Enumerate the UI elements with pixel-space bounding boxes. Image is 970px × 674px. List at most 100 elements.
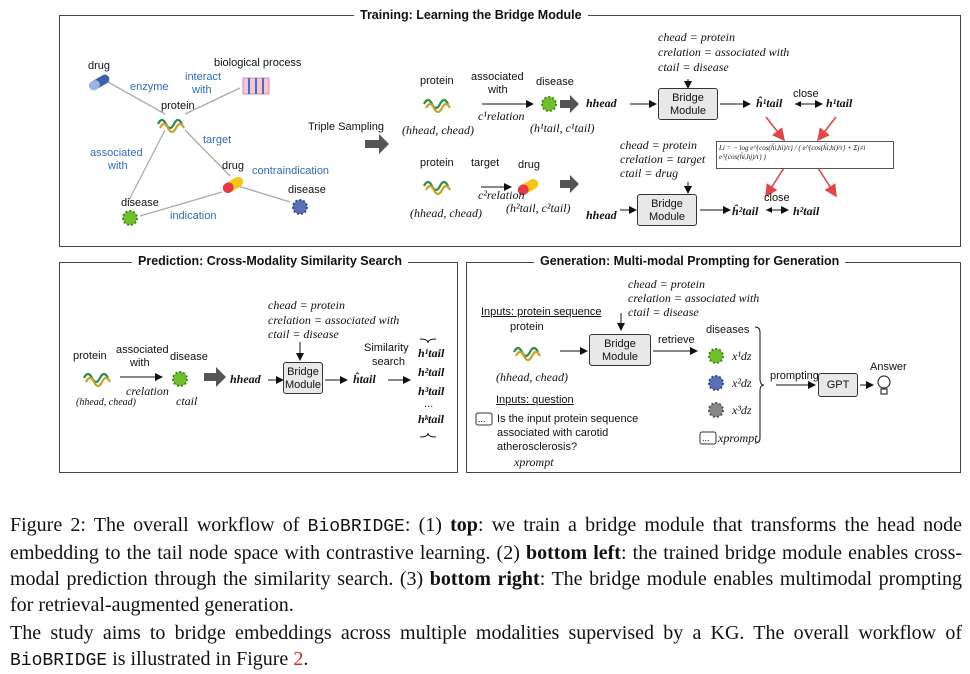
kg-enzyme-label: enzyme (130, 81, 169, 93)
method-name: BioBRIDGE (10, 651, 108, 671)
gen-x2: x²dz (732, 376, 752, 390)
row2-h-tail: h²tail (793, 204, 820, 218)
pred-protein: protein (73, 350, 107, 362)
pred-tail-k: hᵏtail (418, 412, 445, 426)
module-label: Module (284, 379, 322, 391)
drug-pill-icon (222, 177, 244, 193)
row1-h-hat-tail: ĥ¹tail (756, 96, 783, 110)
kg-biological-process-label: biological process (214, 57, 302, 69)
kg-disease-left-label: disease (121, 197, 159, 209)
kg-drug-mid-label: drug (222, 160, 245, 172)
row1-cond-relation: crelation = associated with (658, 45, 790, 59)
pred-disease: disease (170, 351, 208, 363)
row1-disease: disease (536, 76, 574, 88)
svg-text:...: ... (702, 433, 710, 443)
row1-h-head: hhead (586, 96, 617, 110)
pred-cond-tail: ctail = disease (268, 327, 339, 341)
row2-cond-relation: crelation = target (620, 152, 706, 166)
pred-bridge-module: Bridge Module (283, 362, 323, 394)
kg-associated-label: associated (90, 147, 143, 159)
pred-tail-3: h³tail (418, 384, 445, 398)
row2-bridge-module: Bridge Module (637, 194, 697, 226)
kg-disease-right-label: disease (288, 184, 326, 196)
figure-caption: Figure 2: The overall workflow of BioBRI… (10, 512, 962, 618)
virus-icon (172, 371, 188, 387)
virus-icon (292, 199, 308, 215)
pred-pair-head: (hhead, chead) (76, 397, 136, 408)
gen-x-prompt-right: xprompt (718, 431, 758, 445)
row1-c-relation: c¹relation (478, 109, 525, 123)
pred-c-relation: crelation (126, 384, 169, 398)
row2-c-relation: c²relation (478, 188, 525, 202)
drug-pill-icon (89, 74, 110, 91)
row2-pair-tail: (h²tail, c²tail) (506, 201, 571, 215)
kg-interact-with-label: with (192, 84, 212, 96)
row2-drug: drug (518, 159, 541, 171)
paragraph-text: is illustrated in Figure (107, 648, 294, 670)
pred-similarity: Similarity (364, 342, 409, 354)
pred-tail-ellipsis: ... (424, 398, 434, 410)
gen-question-line2: associated with carotid (497, 427, 609, 439)
protein-helix-icon (423, 98, 451, 114)
gen-retrieve: retrieve (658, 334, 695, 346)
row2-close: close (764, 192, 790, 204)
caption-bold: top (450, 514, 478, 536)
pred-cond-head: chead = protein (268, 298, 345, 312)
pred-with: with (130, 357, 150, 369)
drug-pill-icon (517, 178, 539, 195)
row2-h-head: hhead (586, 208, 617, 222)
gen-x3: x³dz (732, 403, 752, 417)
row1-cond-tail: ctail = disease (658, 60, 729, 74)
virus-icon (708, 348, 724, 364)
module-label: Module (601, 351, 639, 363)
bridge-label: Bridge (651, 198, 683, 210)
membrane-icon (242, 77, 270, 95)
gen-prompting: prompting (770, 370, 819, 382)
gen-question-line3: atherosclerosis? (497, 441, 578, 453)
row1-with: with (488, 84, 508, 96)
svg-text:...: ... (478, 414, 486, 424)
caption-text: : (1) (404, 514, 451, 536)
row1-associated: associated (471, 71, 524, 83)
row2-cond-head: chead = protein (620, 138, 697, 152)
prediction-title: Prediction: Cross-Modality Similarity Se… (132, 254, 408, 268)
gen-cond-head: chead = protein (628, 277, 705, 291)
gen-diseases: diseases (706, 324, 750, 336)
row2-h-hat-tail: ĥ²tail (732, 204, 759, 218)
virus-icon (541, 96, 557, 112)
protein-helix-icon (513, 346, 541, 362)
caption-text: Figure 2: The overall workflow of (10, 514, 308, 536)
caption-bold: bottom right (429, 568, 540, 590)
row2-protein: protein (420, 157, 454, 169)
gen-cond-tail: ctail = disease (628, 305, 699, 319)
gen-x1: x¹dz (732, 349, 752, 363)
row1-close: close (793, 88, 819, 100)
row1-protein: protein (420, 75, 454, 87)
row1-cond-head: chead = protein (658, 30, 735, 44)
bridge-label: Bridge (672, 92, 704, 104)
pred-search: search (372, 356, 406, 368)
kg-drug-label: drug (88, 60, 111, 72)
figure-ref-link[interactable]: 2 (293, 648, 304, 670)
gen-inputs-sequence: Inputs: protein sequence (481, 306, 602, 318)
gen-pair-head: (hhead, chead) (496, 370, 568, 384)
row1-pair-tail: (h¹tail, c¹tail) (530, 121, 595, 135)
gen-x-prompt: xprompt (514, 455, 554, 469)
caption-bold: bottom left (526, 542, 621, 564)
kg-target-label: target (203, 134, 232, 146)
bridge-label: Bridge (604, 338, 636, 350)
chat-bubble-icon: ... (475, 412, 493, 426)
row1-bridge-module: Bridge Module (658, 88, 718, 120)
gen-cond-relation: crelation = associated with (628, 291, 760, 305)
module-label: Module (648, 211, 686, 223)
protein-helix-icon (157, 118, 185, 134)
row2-target: target (471, 157, 500, 169)
pred-tail-1: h¹tail (418, 346, 445, 360)
triple-sampling-label: Triple Sampling (308, 121, 385, 133)
module-label: Module (669, 105, 707, 117)
protein-helix-icon (423, 180, 451, 196)
pred-c-tail: ctail (176, 394, 198, 408)
bridge-label: Bridge (287, 366, 319, 378)
caption-text: : we train a bridge module that transfor… (10, 514, 962, 564)
